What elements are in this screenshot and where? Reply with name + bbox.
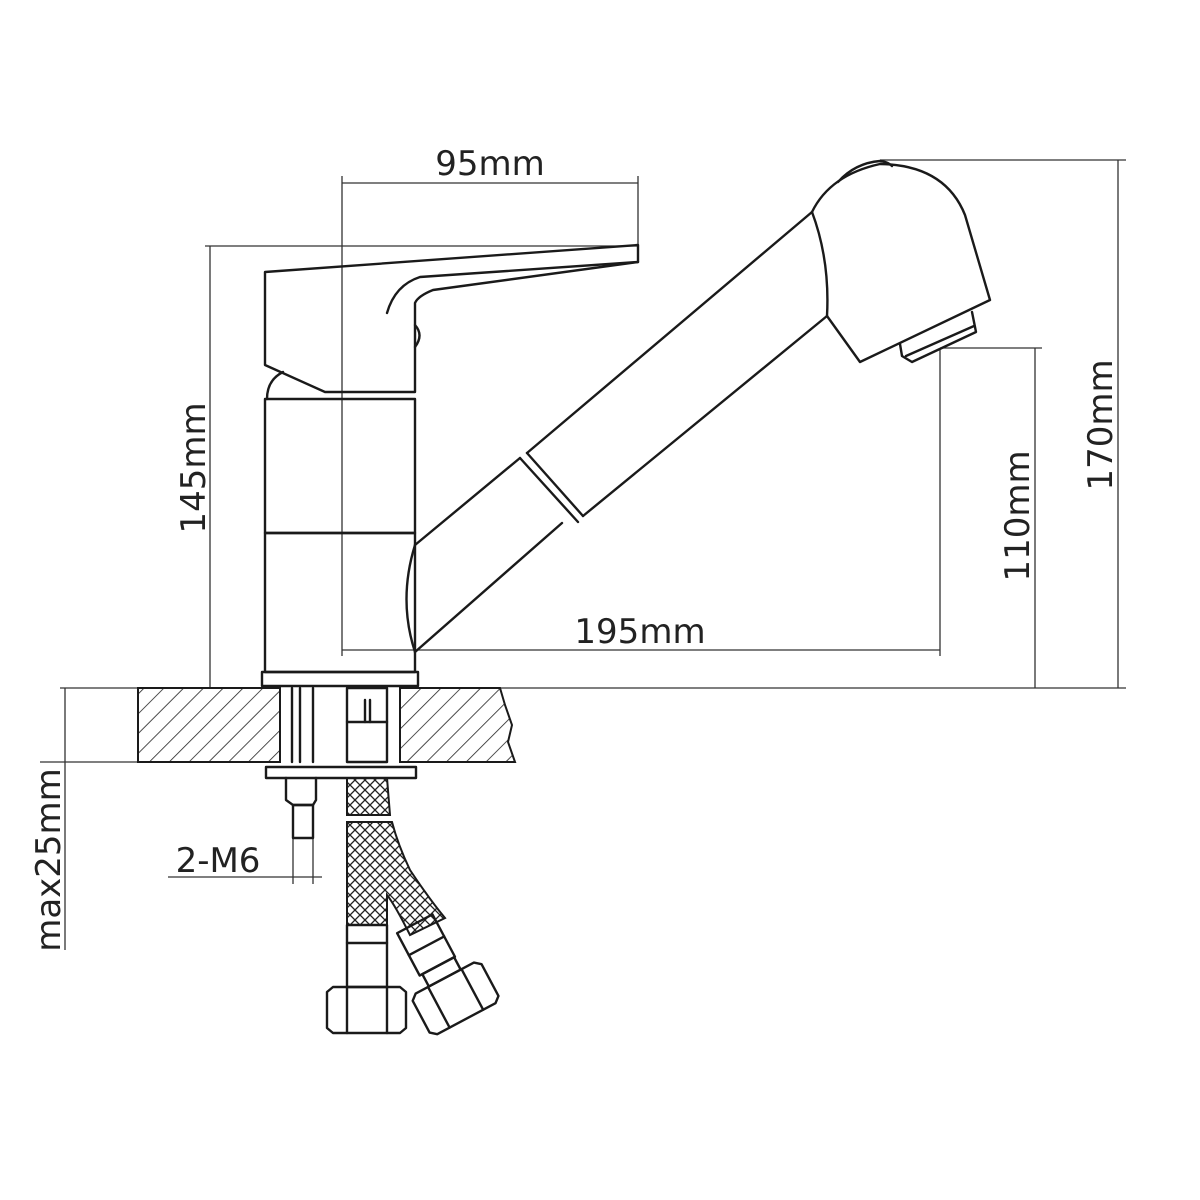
- mounting-hardware: [264, 686, 418, 840]
- label-mounting-studs: 2-M6: [176, 841, 261, 881]
- supply-hoses: [325, 777, 500, 1036]
- label-body-height: 145mm: [174, 402, 214, 533]
- dimension-labels: 95mm 145mm 170mm 110mm 195mm max25mm 2-M…: [29, 144, 1121, 952]
- label-outlet-height: 110mm: [998, 450, 1038, 581]
- pull-out-spout: [405, 159, 992, 654]
- faucet-body: [260, 243, 640, 688]
- label-max-thickness: max25mm: [29, 768, 69, 952]
- label-spout-reach: 195mm: [574, 612, 705, 652]
- countertop-section: [137, 687, 517, 763]
- label-total-height: 170mm: [1081, 359, 1121, 490]
- dimension-lines: [40, 159, 1126, 950]
- label-handle-reach: 95mm: [435, 144, 545, 184]
